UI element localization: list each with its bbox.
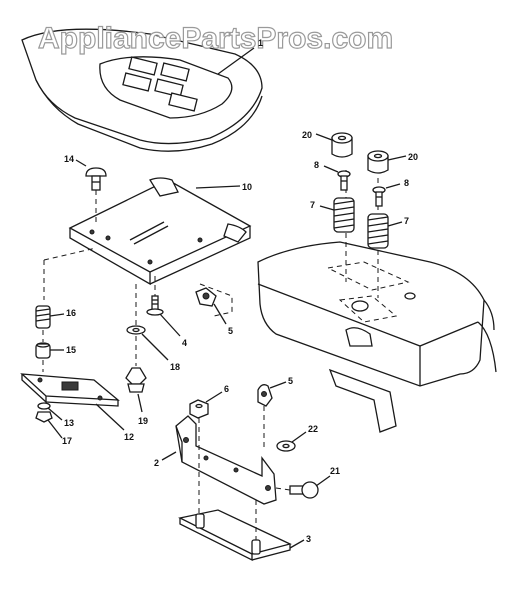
callout-14: 14: [64, 154, 74, 164]
callout-15: 15: [66, 345, 76, 355]
spacer-20-left: [315, 132, 353, 158]
fender-pan: [257, 170, 497, 433]
callout-13: 13: [64, 418, 74, 428]
callout-6: 6: [224, 384, 229, 394]
spring-16: [35, 305, 65, 329]
knob-19: [125, 336, 147, 413]
bolt-8-left: [323, 165, 351, 191]
knob-21: [275, 475, 331, 499]
callout-12: 12: [124, 432, 134, 442]
callout-8b: 8: [404, 178, 409, 188]
callout-18: 18: [170, 362, 180, 372]
callout-2: 2: [154, 458, 159, 468]
callout-4: 4: [182, 338, 187, 348]
callout-20b: 20: [408, 152, 418, 162]
clip-5-lower: [257, 381, 287, 450]
callout-3: 3: [306, 534, 311, 544]
nut-17: [35, 411, 63, 439]
callout-16: 16: [66, 308, 76, 318]
carriage-bolt: [75, 159, 107, 226]
spacer-15: [35, 342, 64, 359]
washer-18: [126, 284, 169, 361]
mounting-plate: [178, 500, 305, 562]
callout-20a: 20: [302, 130, 312, 140]
callout-17: 17: [62, 436, 72, 446]
callout-19: 19: [138, 416, 148, 426]
callout-21: 21: [330, 466, 340, 476]
bolt-8-right: [372, 183, 401, 207]
callout-22: 22: [308, 424, 318, 434]
callout-1: 1: [258, 38, 263, 48]
watermark-text: AppliancePartsPros.com: [38, 22, 393, 55]
spring-7-left: [319, 197, 355, 233]
callout-5b: 5: [288, 376, 293, 386]
spring-7-right: [367, 213, 403, 249]
bolt-4: [146, 276, 181, 337]
callout-7a: 7: [310, 200, 315, 210]
spacer-20-right: [367, 150, 407, 174]
seat: [21, 28, 263, 152]
callout-5a: 5: [228, 326, 233, 336]
washer-22: [276, 431, 307, 452]
mounting-bracket: [161, 415, 277, 505]
clip-5-upper: [195, 283, 233, 325]
callout-10: 10: [242, 182, 252, 192]
seat-pan: [68, 177, 252, 286]
nut-6: [189, 391, 223, 514]
callout-7b: 7: [404, 216, 409, 226]
slide-bracket: [20, 373, 125, 431]
washer-13: [37, 402, 63, 421]
callout-8a: 8: [314, 160, 319, 170]
